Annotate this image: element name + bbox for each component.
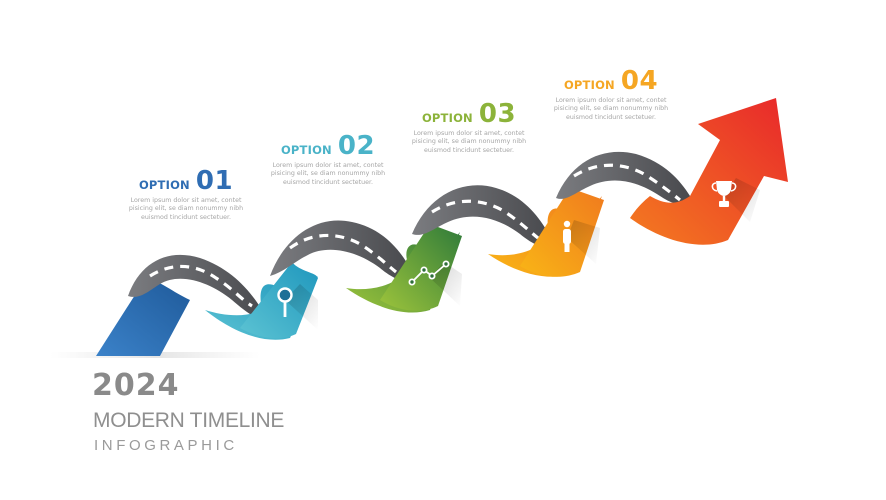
- year-heading: 2024: [92, 368, 180, 403]
- option-01-number: 01: [195, 166, 234, 196]
- road-segment-4: [556, 151, 700, 207]
- option-01-label: OPTION: [138, 178, 190, 192]
- option-03-label: OPTION: [421, 111, 473, 125]
- segment-blue: [96, 280, 190, 356]
- option-02-description: Lorem ipsum dolor ist amet, contet pisic…: [270, 162, 386, 186]
- trophy-icon: [711, 181, 737, 207]
- arrow-segment: [630, 98, 788, 245]
- road-segment-3: [412, 185, 560, 249]
- infographic-subtitle: INFOGRAPHIC: [94, 437, 238, 454]
- option-04-label: OPTION: [563, 78, 615, 92]
- option-01: OPTION 01 Lorem ipsum dolor sit amet, con…: [126, 168, 246, 222]
- option-03-description: Lorem ipsum dolor sit amet, contet pisic…: [411, 130, 527, 154]
- option-02-number: 02: [337, 131, 376, 161]
- option-02-label: OPTION: [280, 143, 332, 157]
- option-03: OPTION 03 Lorem ipsum dolor sit amet, con…: [409, 101, 529, 155]
- road-segment-2: [270, 220, 420, 283]
- road-segment-1: [128, 254, 276, 322]
- person-icon: [563, 220, 571, 252]
- option-04-number: 04: [620, 66, 659, 96]
- infographic-title: MODERN TIMELINE: [93, 409, 285, 432]
- option-03-number: 03: [478, 99, 517, 129]
- option-02: OPTION 02 Lorem ipsum dolor ist amet, con…: [268, 133, 388, 187]
- magnifier-icon: [277, 287, 293, 317]
- road-dashes: [149, 163, 681, 308]
- option-01-description: Lorem ipsum dolor sit amet, contet pisic…: [128, 197, 244, 221]
- line-chart-icon: [408, 260, 450, 286]
- option-04-description: Lorem ipsum dolor sit amet, contet pisic…: [553, 97, 669, 121]
- option-04: OPTION 04 Lorem ipsum dolor sit amet, con…: [551, 68, 671, 122]
